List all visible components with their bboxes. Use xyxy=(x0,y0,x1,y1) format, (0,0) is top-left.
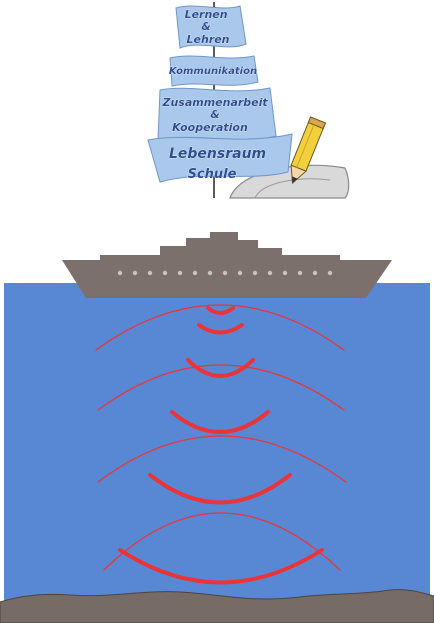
sail-line: Lebensraum xyxy=(169,146,266,162)
sail-kommunikation: Kommunikation xyxy=(169,56,258,86)
sail-text-2: Kommunikation xyxy=(169,66,257,77)
sail-line: & xyxy=(201,20,211,33)
sail-lebensraum: Lebensraum Schule xyxy=(148,134,292,182)
ship-icon xyxy=(62,232,392,298)
sailboat-logo-icon: Lernen & Lehren Kommunikation Zusammenar… xyxy=(148,2,349,198)
sail-zusammenarbeit: Zusammenarbeit & Kooperation xyxy=(158,88,276,140)
sail-line: Kommunikation xyxy=(169,66,257,77)
sail-line: Lehren xyxy=(186,33,229,46)
sail-top: Lernen & Lehren xyxy=(176,6,246,48)
sail-line: & xyxy=(210,108,220,121)
ship-portholes xyxy=(118,271,332,275)
sail-line: Kooperation xyxy=(172,121,248,134)
sail-line: Schule xyxy=(188,167,237,182)
